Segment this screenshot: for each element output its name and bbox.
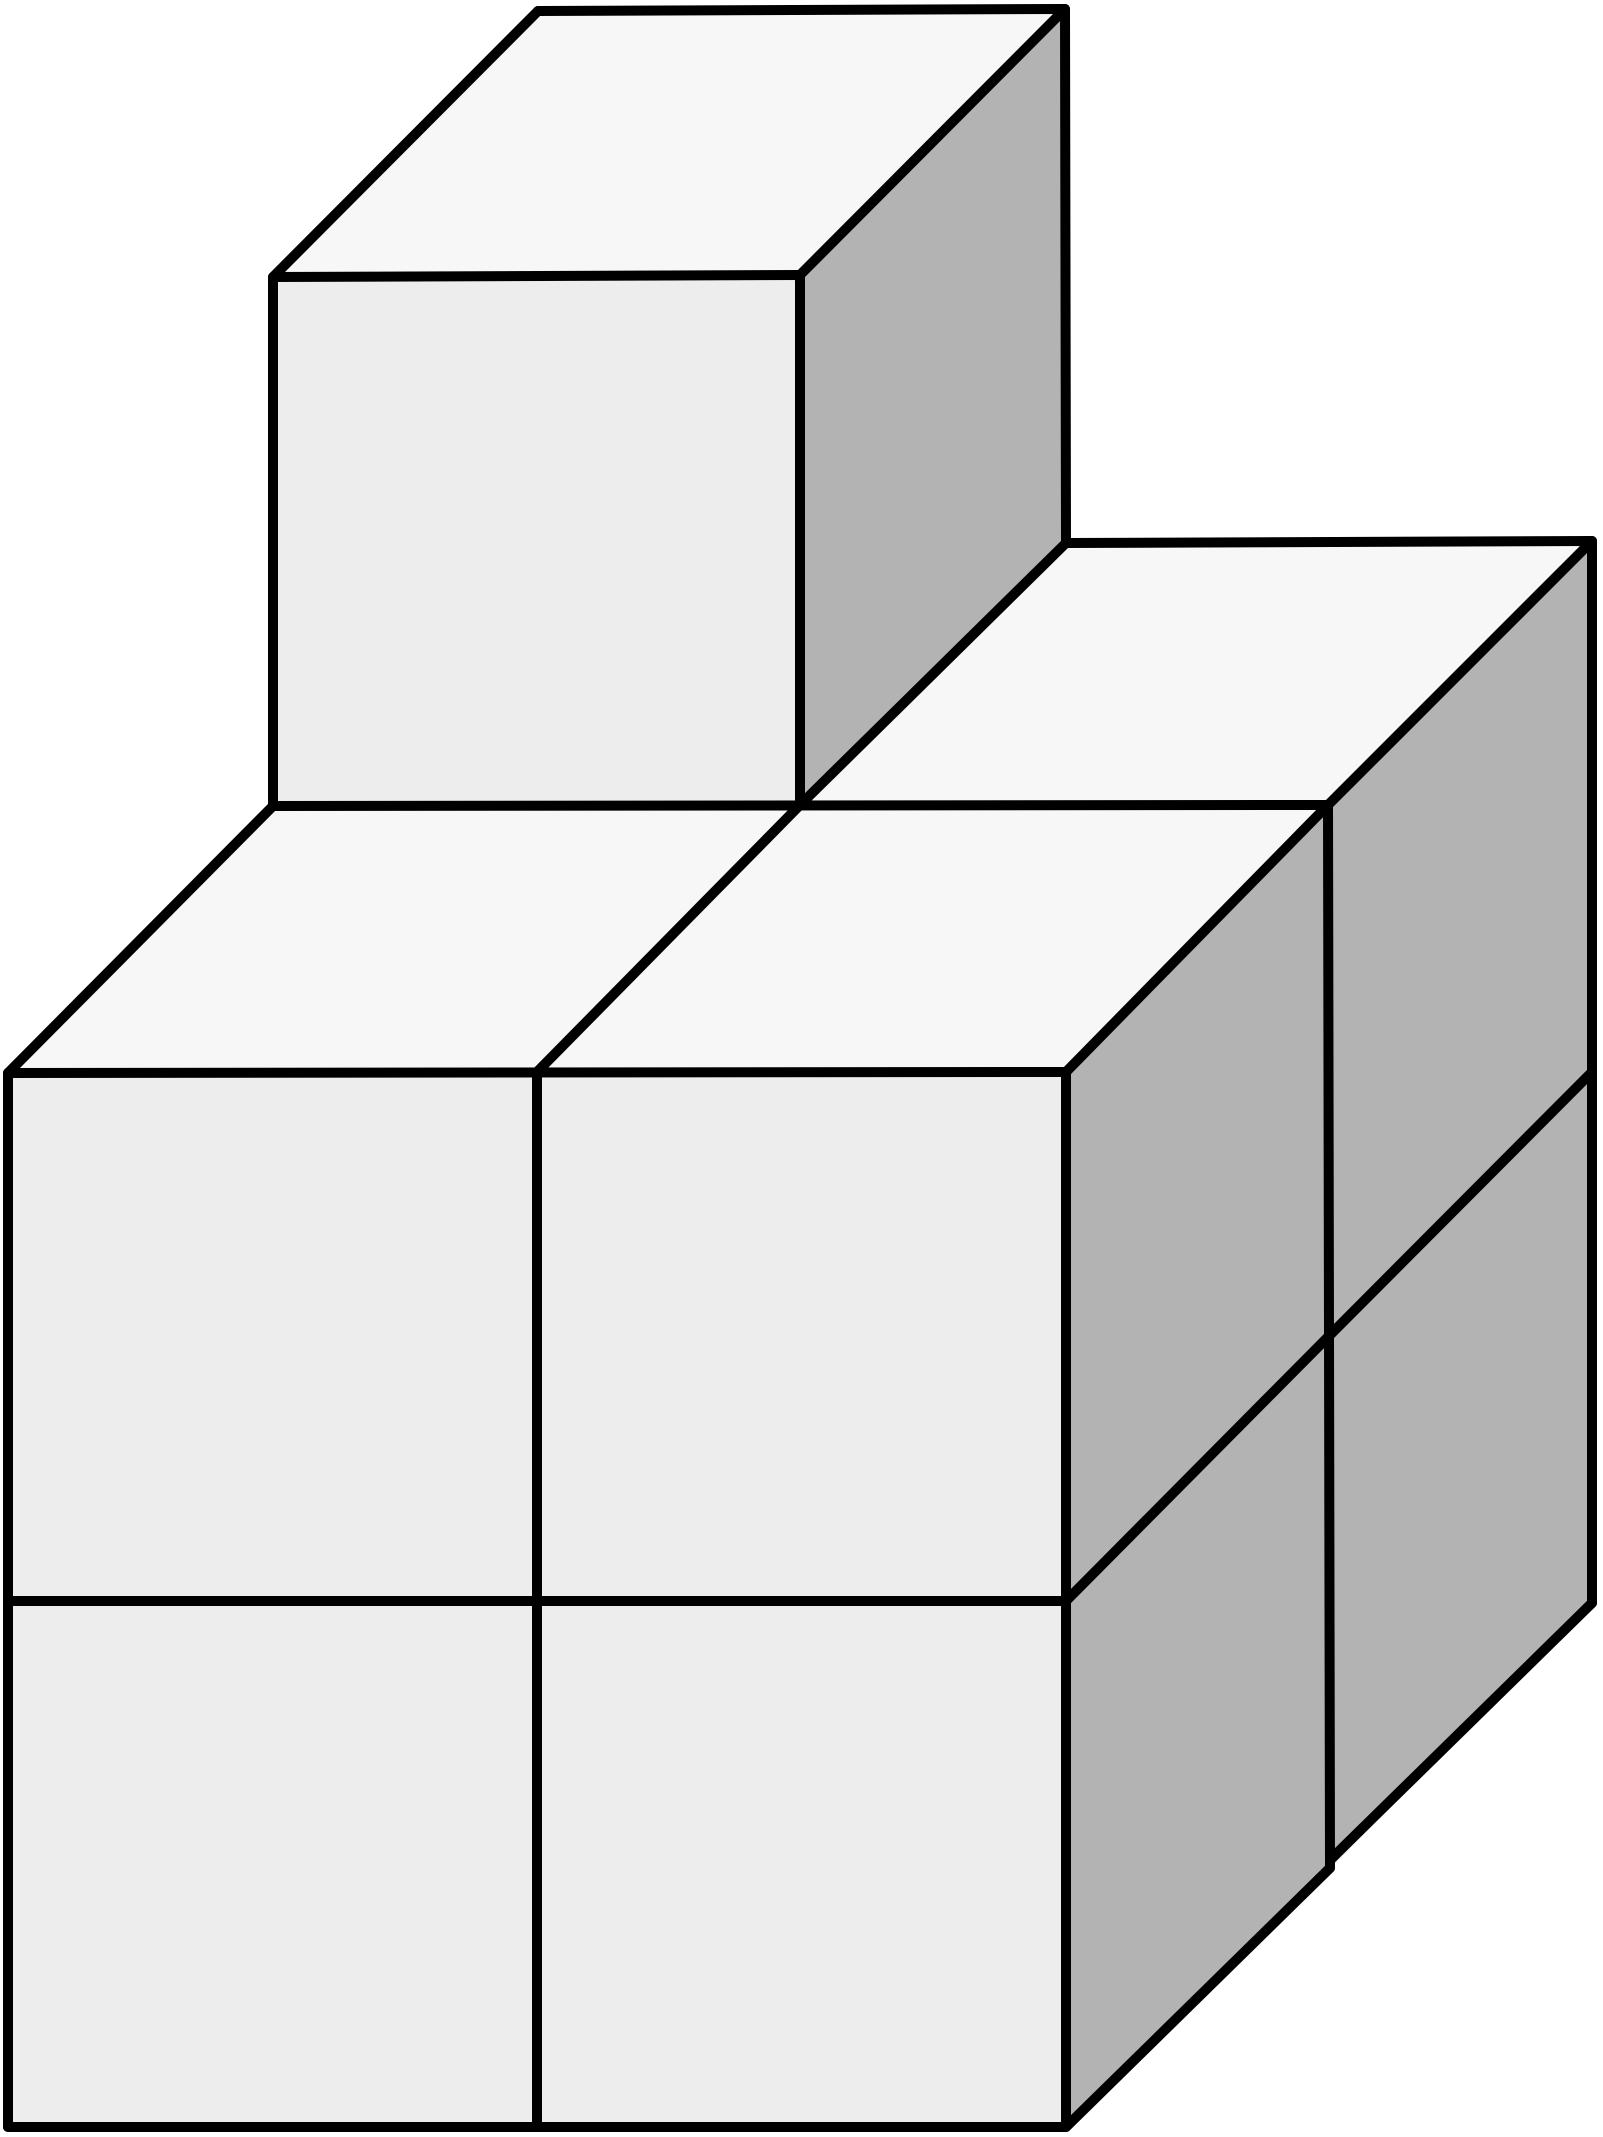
- cube-edge: [1323, 536, 1597, 810]
- cube-edge: [1061, 1332, 1333, 1606]
- cube-edge: [1325, 1598, 1597, 1865]
- cube-edge: [1061, 800, 1333, 1077]
- cube-outline: [3, 4, 1597, 2132]
- cube-edge: [268, 6, 543, 282]
- cube-top-back-left-front-face: [273, 275, 800, 806]
- cube-edge: [3, 801, 278, 1078]
- cube-edge: [533, 4, 1070, 16]
- cube-edge: [268, 270, 805, 282]
- cube-edge: [795, 538, 1071, 810]
- cube-edge: [795, 4, 1070, 280]
- cube-top-back-left-top-face: [273, 9, 1065, 277]
- cube-edge: [1061, 1863, 1335, 2132]
- cube-edge: [532, 800, 805, 1077]
- cube-edge: [1060, 4, 1071, 548]
- cube-edge: [1323, 1067, 1597, 1342]
- cube-edge: [1061, 536, 1597, 548]
